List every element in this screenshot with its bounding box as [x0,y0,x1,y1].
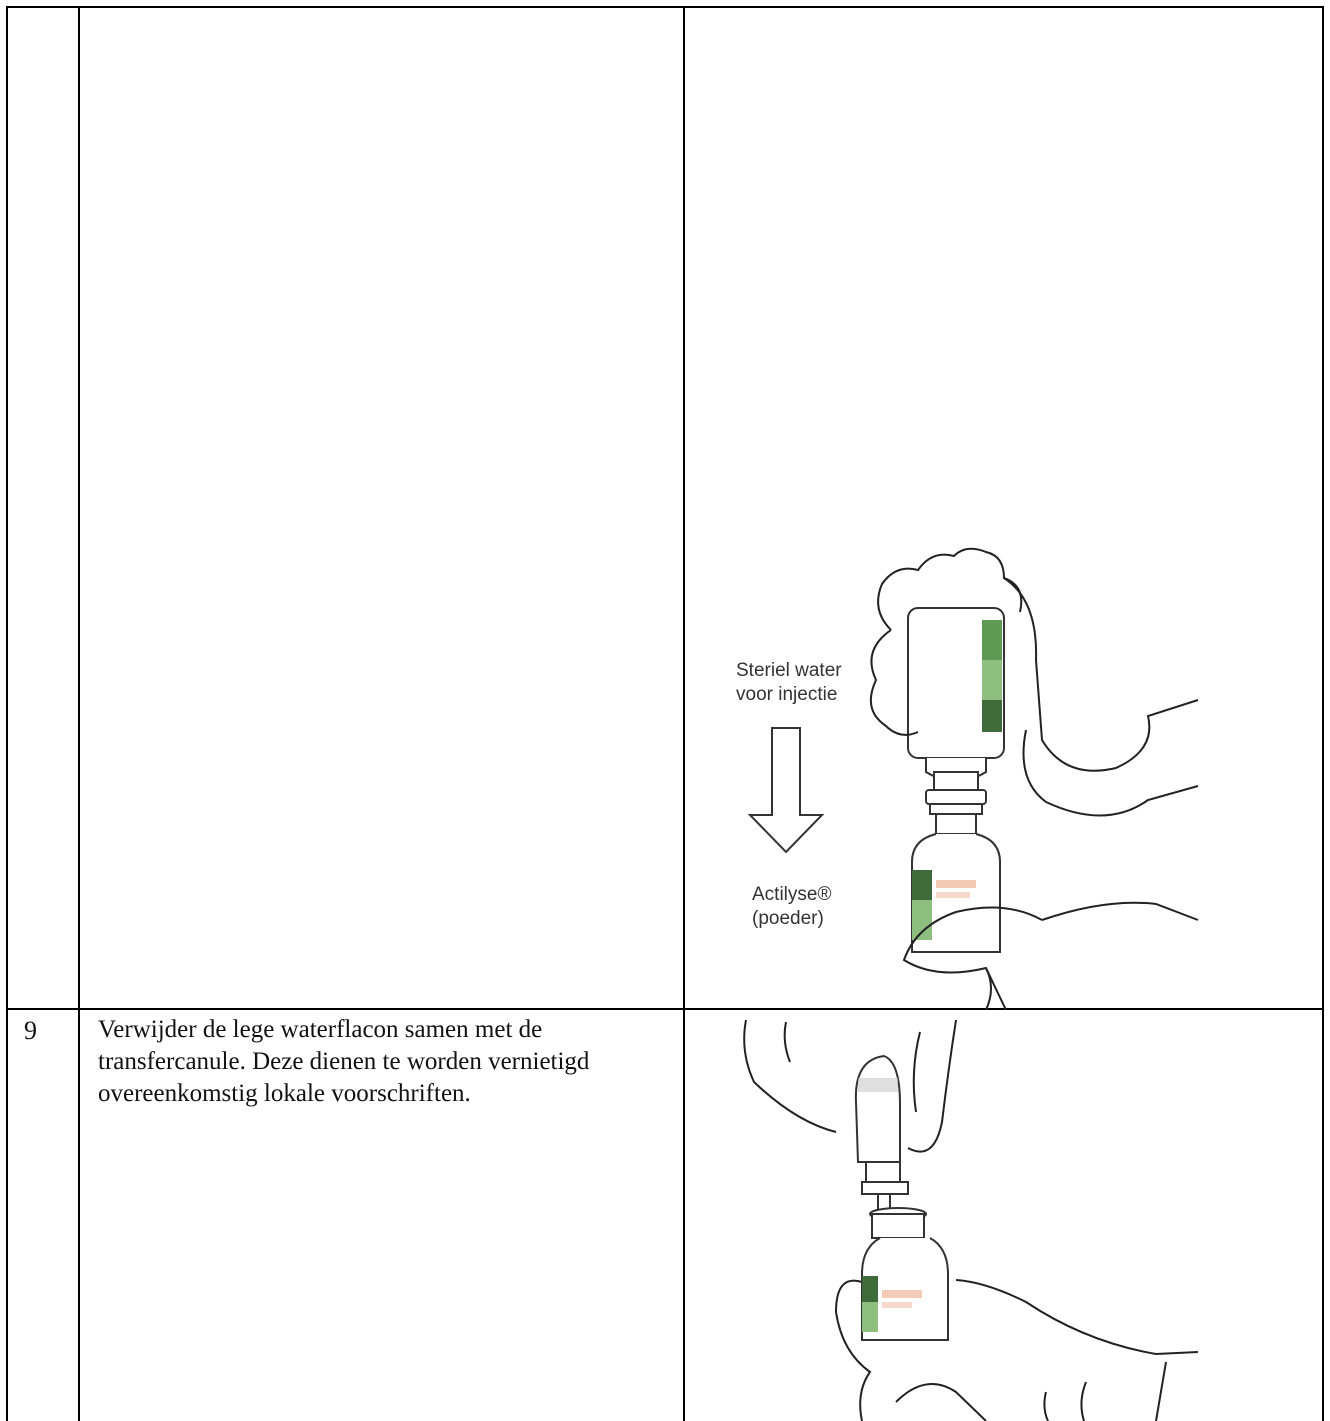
label-line: (poeder) [752,908,824,929]
label-steriel-water: Steriel water voor injectie [736,660,847,705]
table-border-right [1322,6,1324,1421]
remove-vial-illustration [686,1012,1206,1421]
step-instruction-text: Verwijder de lege waterflacon samen met … [98,1014,678,1110]
label-line: voor injectie [736,684,837,705]
gloved-hands-icon [744,1020,1198,1421]
water-vial-icon [908,608,1004,804]
down-arrow-icon [750,728,822,852]
label-actilyse: Actilyse® (poeder) [752,884,837,929]
label-line: Actilyse® [752,884,831,905]
reconstitution-illustration: Steriel water voor injectie Actilyse® (p… [686,540,1206,1010]
figure-remove-vial [686,1012,1206,1421]
label-line: Steriel water [736,660,842,681]
table-column-divider-1 [78,6,80,1421]
actilyse-vial-icon [912,814,1000,952]
table-border-top [6,6,1324,8]
empty-water-vial-icon [856,1056,900,1182]
step-number: 9 [24,1016,37,1046]
figure-reconstitution: Steriel water voor injectie Actilyse® (p… [686,540,1206,1010]
actilyse-vial-icon [862,1208,948,1340]
table-column-divider-2 [683,6,685,1421]
table-border-left [6,6,8,1421]
